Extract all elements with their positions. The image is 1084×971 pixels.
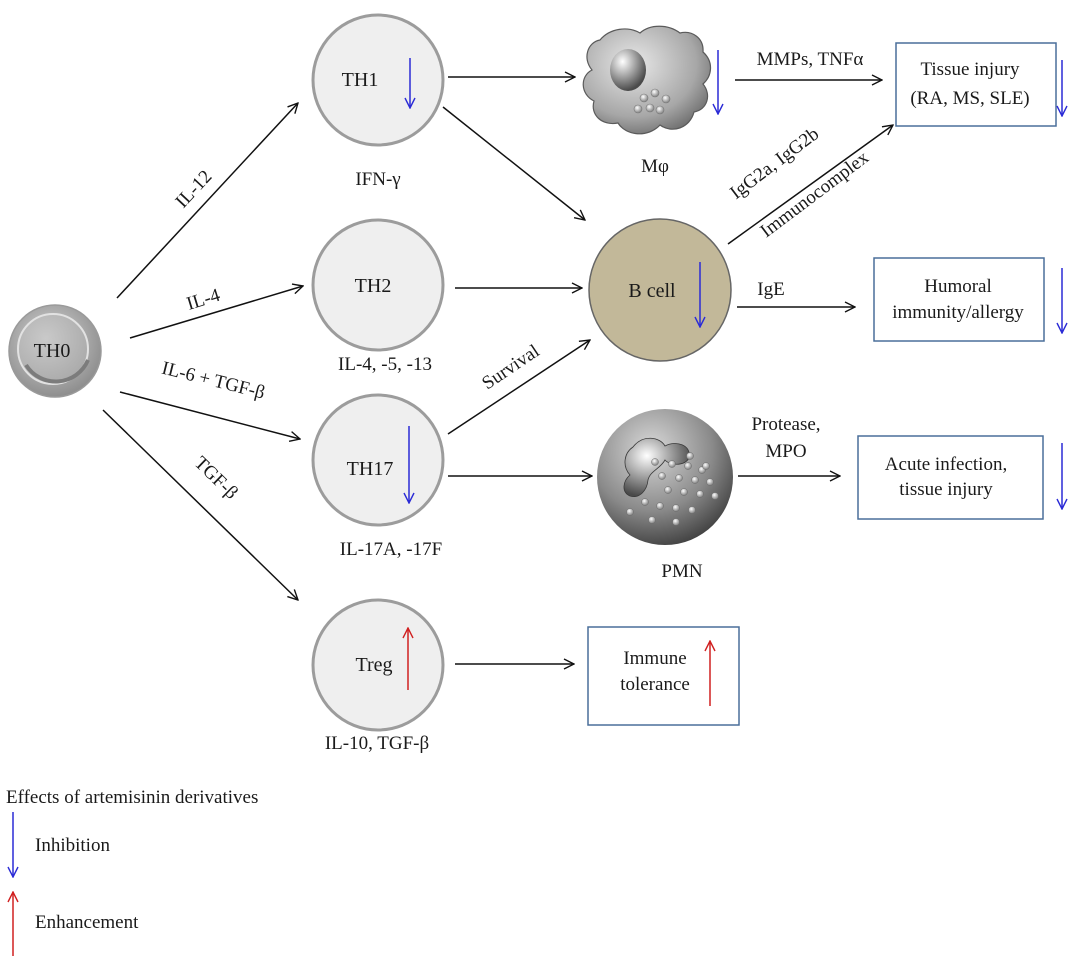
arrow-th0-th1 (116, 103, 298, 299)
th1-label: TH1 (342, 69, 379, 91)
label-mmps-tnfa: MMPs, TNFα (757, 49, 864, 70)
treg-label: Treg (355, 654, 392, 676)
macrophage-cell (582, 25, 718, 135)
label-il12: IL-12 (172, 166, 217, 212)
label-protease: Protease, (751, 414, 820, 435)
bcell-cell: B cell (588, 218, 732, 362)
th17-cell: TH17 (311, 393, 445, 527)
th0-label: TH0 (34, 340, 71, 362)
label-survival: Survival (478, 341, 543, 394)
th1-cytokine-label: IFN-γ (355, 169, 400, 190)
label-tgfb: TGF-β (190, 452, 242, 503)
label-mpo: MPO (765, 441, 806, 462)
th0-cell: TH0 (8, 304, 102, 398)
label-il4: IL-4 (184, 285, 223, 315)
connector-arrows (102, 77, 893, 664)
acute-line1: Acute infection, (885, 454, 1007, 475)
humoral-line2: immunity/allergy (892, 302, 1024, 323)
tolerance-line1: Immune (623, 648, 686, 669)
th2-cell: TH2 (311, 218, 445, 352)
legend: Effects of artemisinin derivatives Inhib… (6, 787, 258, 956)
legend-enhancement-label: Enhancement (35, 912, 139, 933)
bcell-label: B cell (628, 280, 676, 302)
humoral-line1: Humoral (924, 276, 992, 297)
th1-cell: TH1 (311, 13, 445, 147)
outcome-tissue-injury: Tissue injury (RA, MS, SLE) (895, 42, 1057, 127)
treg-cytokine-label: IL-10, TGF-β (325, 733, 429, 754)
th2-label: TH2 (355, 275, 392, 297)
legend-title: Effects of artemisinin derivatives (6, 787, 258, 808)
label-il6-tgfb: IL-6 + TGF-β (160, 358, 267, 404)
acute-line2: tissue injury (899, 479, 993, 500)
arrow-th17-bcell (447, 340, 590, 435)
arrow-th0-th17 (119, 391, 300, 439)
arrow-bcell-tissue (727, 125, 893, 245)
label-ige: IgE (757, 279, 784, 300)
pmn-cell (597, 409, 733, 545)
tolerance-line2: tolerance (620, 674, 690, 695)
arrow-th0-treg (102, 409, 298, 600)
pmn-label: PMN (661, 561, 702, 582)
legend-inhibition-label: Inhibition (35, 835, 110, 856)
outcome-immune-tolerance: Immune tolerance (587, 626, 740, 726)
th2-cytokine-label: IL-4, -5, -13 (338, 354, 432, 375)
th17-label: TH17 (347, 458, 394, 480)
treg-cell: Treg (311, 598, 445, 732)
outcome-humoral: Humoral immunity/allergy (873, 257, 1045, 342)
arrow-th1-bcell (442, 106, 585, 220)
macrophage-label: Mφ (641, 156, 669, 177)
outcome-acute-infection: Acute infection, tissue injury (857, 435, 1044, 520)
th17-cytokine-label: IL-17A, -17F (340, 539, 442, 560)
tissue-injury-line2: (RA, MS, SLE) (910, 88, 1029, 109)
arrow-th0-th2 (129, 286, 303, 339)
tissue-injury-line1: Tissue injury (920, 59, 1020, 80)
